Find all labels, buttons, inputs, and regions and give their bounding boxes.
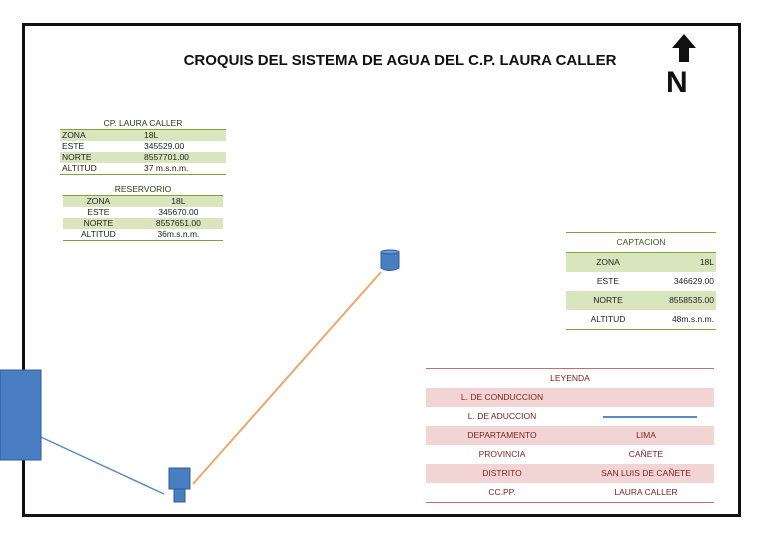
north-arrow-icon	[664, 32, 704, 71]
captacion-row-label: NORTE	[566, 291, 650, 310]
north-label: N	[666, 66, 688, 99]
leyenda-row-value: LAURA CALLER	[578, 483, 714, 503]
leyenda-row-label: PROVINCIA	[478, 449, 526, 459]
legend-aduccion-cell	[578, 407, 714, 426]
page-title: CROQUIS DEL SISTEMA DE AGUA DEL C.P. LAU…	[183, 52, 617, 69]
captacion-row-value: 48m.s.n.m.	[650, 310, 716, 330]
reservorio-row-value: 8557651.00	[133, 218, 223, 229]
captacion-row-label: ALTITUD	[566, 310, 650, 330]
reservorio-row-label: ZONA	[63, 195, 134, 207]
legend-aduccion-label: L. DE ADUCCION	[467, 411, 537, 421]
laura-row-label: NORTE	[60, 152, 142, 163]
pueblo-block	[0, 369, 42, 461]
reservorio-row-value: 36m.s.n.m.	[133, 229, 223, 241]
reservorio-row-value: 18L	[133, 195, 223, 207]
leyenda-header: LEYENDA	[426, 368, 714, 388]
reservorio-row-label: ESTE	[87, 207, 110, 217]
laura-row-label: ALTITUD	[60, 163, 142, 175]
laura-row-value: 8557701.00	[142, 152, 226, 163]
leyenda-row-label: CC.PP.	[426, 483, 578, 503]
leyenda-row-value: SAN LUIS DE CAÑETE	[578, 464, 714, 483]
reservorio-row-value: 345670.00	[158, 207, 199, 217]
captacion-row-value: 18L	[650, 252, 716, 272]
map-frame	[22, 23, 741, 517]
captacion-row-value: 346629.00	[673, 276, 714, 286]
captacion-row-label: ESTE	[596, 276, 620, 286]
captacion-row-value: 8558535.00	[650, 291, 716, 310]
reservorio-row-label: NORTE	[63, 218, 134, 229]
laura-row-value: 18L	[142, 129, 226, 141]
laura-caller-header: CP. LAURA CALLER	[60, 118, 226, 130]
laura-row-value: 37 m.s.n.m.	[142, 163, 226, 175]
legend-conduccion-cell	[578, 388, 714, 407]
leyenda-row-value: LIMA	[578, 426, 714, 445]
captacion-header: CAPTACION	[566, 232, 716, 253]
leyenda-row-label: DISTRITO	[426, 464, 578, 483]
legend-conduccion-label: L. DE CONDUCCION	[426, 388, 578, 407]
laura-row-label: ZONA	[60, 129, 142, 141]
leyenda-row-label: DEPARTAMENTO	[426, 426, 578, 445]
captacion-structure	[380, 249, 400, 271]
captacion-row-label: ZONA	[566, 252, 650, 272]
conduccion-line	[192, 271, 382, 485]
reservorio-row-label: ALTITUD	[63, 229, 134, 241]
reservorio-header: RESERVORIO	[63, 184, 223, 196]
reservorio-structure	[168, 467, 191, 503]
laura-row-label: ESTE	[62, 141, 85, 151]
leyenda-row-value: CAÑETE	[628, 449, 664, 459]
aduccion-line	[29, 431, 165, 495]
leyenda-table: LEYENDA L. DE CONDUCCION L. DE ADUCCION …	[426, 368, 714, 503]
laura-row-value: 345529.00	[144, 141, 185, 151]
